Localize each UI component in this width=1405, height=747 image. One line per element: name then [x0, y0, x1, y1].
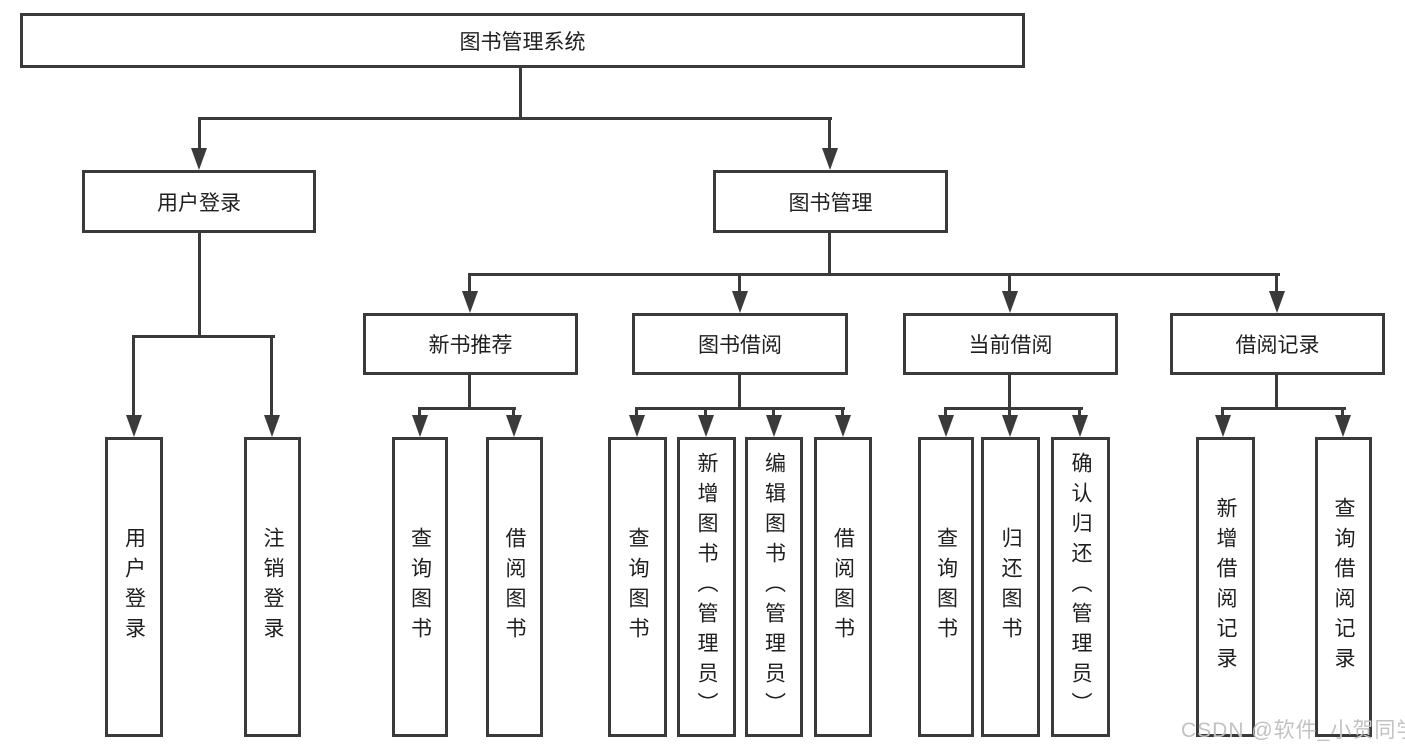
arrow-down-icon: [698, 415, 714, 437]
connector-line: [198, 117, 201, 150]
connector-line: [841, 407, 844, 417]
arrow-down-icon: [1335, 415, 1351, 437]
leaf-borrow-add-admin: 新增图书（管理员）: [677, 437, 736, 737]
connector-line: [1078, 407, 1081, 417]
connector-line: [828, 233, 831, 273]
arrow-down-icon: [264, 415, 280, 437]
node-current-borrow: 当前借阅: [903, 313, 1118, 375]
connector-line: [635, 407, 638, 417]
connector-line: [470, 273, 1280, 276]
arrow-down-icon: [462, 291, 478, 313]
connector-line: [1341, 407, 1344, 417]
arrow-down-icon: [126, 415, 142, 437]
arrow-down-icon: [412, 415, 428, 437]
leaf-borrow-borrow: 借阅图书: [814, 437, 872, 737]
node-book-management: 图书管理: [713, 170, 948, 233]
arrow-down-icon: [506, 415, 522, 437]
connector-line: [468, 375, 471, 407]
connector-line: [738, 273, 741, 295]
connector-line: [1008, 375, 1011, 407]
node-root-title: 图书管理系统: [20, 13, 1025, 68]
node-book-borrow: 图书借阅: [632, 313, 848, 375]
arrow-down-icon: [938, 415, 954, 437]
arrow-down-icon: [629, 415, 645, 437]
connector-line: [1008, 273, 1011, 295]
connector-line: [132, 335, 135, 417]
connector-line: [418, 407, 421, 417]
node-borrow-records: 借阅记录: [1170, 313, 1385, 375]
arrow-down-icon: [1215, 415, 1231, 437]
node-new-book-recommend: 新书推荐: [363, 313, 578, 375]
connector-line: [1275, 375, 1278, 407]
connector-line: [270, 335, 273, 417]
connector-line: [1221, 407, 1224, 417]
connector-line: [519, 68, 522, 117]
connector-line: [704, 407, 707, 417]
leaf-logout: 注销登录: [244, 437, 301, 737]
leaf-records-add: 新增借阅记录: [1196, 437, 1255, 737]
connector-line: [134, 335, 275, 338]
connector-line: [1008, 407, 1011, 417]
arrow-down-icon: [1269, 291, 1285, 313]
arrow-down-icon: [835, 415, 851, 437]
arrow-down-icon: [1002, 291, 1018, 313]
connector-line: [772, 407, 775, 417]
connector-line: [512, 407, 515, 417]
arrow-down-icon: [1072, 415, 1088, 437]
arrow-down-icon: [191, 148, 207, 170]
connector-line: [1275, 273, 1278, 295]
connector-line: [637, 407, 845, 410]
connector-line: [738, 375, 741, 407]
connector-line: [946, 407, 1083, 410]
leaf-user-login: 用户登录: [105, 437, 163, 737]
connector-line: [1223, 407, 1346, 410]
arrow-down-icon: [822, 148, 838, 170]
leaf-borrow-edit-admin: 编辑图书（管理员）: [745, 437, 803, 737]
leaf-current-return: 归还图书: [981, 437, 1040, 737]
leaf-current-confirm-admin: 确认归还（管理员）: [1051, 437, 1110, 737]
connector-line: [468, 273, 471, 295]
leaf-current-query: 查询图书: [918, 437, 974, 737]
leaf-newbook-query: 查询图书: [392, 437, 448, 737]
connector-line: [420, 407, 516, 410]
csdn-watermark: CSDN @软件_小贺同学: [1181, 719, 1405, 742]
leaf-newbook-borrow: 借阅图书: [486, 437, 543, 737]
leaf-records-query: 查询借阅记录: [1315, 437, 1372, 737]
leaf-borrow-query: 查询图书: [608, 437, 667, 737]
connector-line: [828, 117, 831, 150]
connector-line: [198, 233, 201, 335]
arrow-down-icon: [766, 415, 782, 437]
arrow-down-icon: [732, 291, 748, 313]
node-user-login: 用户登录: [82, 170, 316, 233]
connector-line: [944, 407, 947, 417]
connector-line: [199, 117, 832, 120]
arrow-down-icon: [1002, 415, 1018, 437]
